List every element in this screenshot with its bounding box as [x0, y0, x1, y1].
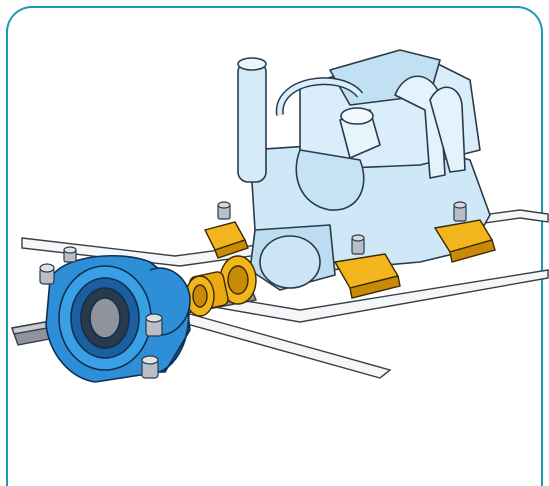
- flexible-coupling-icon: [185, 255, 257, 317]
- bolt-icon: [39, 246, 163, 379]
- engine-block-icon: [237, 49, 491, 291]
- bolt-icon: [217, 201, 467, 255]
- flange-bearing-icon: [45, 254, 191, 383]
- engine-mount-icon: [203, 219, 496, 299]
